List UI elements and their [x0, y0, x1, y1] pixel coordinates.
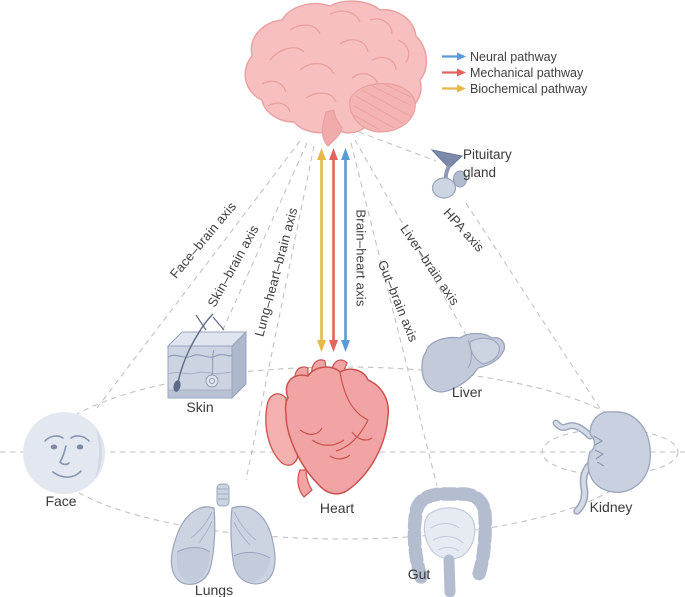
biochemical-arrow: [317, 148, 326, 352]
liver-brain-line: [354, 139, 467, 336]
gut-label: Gut: [407, 566, 431, 582]
neural-pathway-arrow-icon: [442, 52, 466, 61]
mechanical-arrow: [329, 148, 338, 352]
liver-icon: [421, 332, 506, 393]
axis-label-brain-heart: Brain–heart axis: [353, 209, 369, 307]
pituitary-icon: [430, 149, 468, 199]
cerebellum: [349, 83, 416, 133]
biochemical-pathway-arrow-icon: [442, 84, 466, 93]
heart-label: Heart: [319, 500, 355, 516]
face-label: Face: [45, 493, 77, 509]
brainstem: [321, 109, 343, 147]
pituitary-label: Pituitary gland: [463, 147, 512, 181]
pathway-legend: Neural pathway Mechanical pathway Bioche…: [441, 49, 587, 96]
kidney-orbit-ellipse: [541, 428, 679, 476]
mechanical-pathway-arrow-icon: [442, 68, 466, 77]
gut-icon: [407, 487, 492, 597]
gut-brain-line: [350, 142, 438, 487]
kidney-icon: [552, 411, 651, 515]
skin-brain-line: [220, 142, 308, 335]
legend-label-mechanical: Mechanical pathway: [470, 65, 584, 80]
brain-icon: [244, 0, 427, 147]
lung-brain-line: [245, 145, 315, 481]
legend-item-biochemical: Biochemical pathway: [441, 81, 587, 96]
skin-icon: [166, 313, 248, 400]
legend-label-neural: Neural pathway: [470, 49, 557, 64]
legend-item-mechanical: Mechanical pathway: [441, 65, 587, 80]
lungs-icon: [170, 483, 276, 585]
brain-pituitary-line: [358, 131, 437, 162]
kidney-label: Kidney: [589, 499, 633, 515]
liver-label: Liver: [451, 384, 483, 400]
legend-label-biochemical: Biochemical pathway: [470, 81, 588, 96]
pituitary-kidney-line: [465, 202, 602, 411]
brain-heart-arrows: [317, 148, 350, 352]
lungs-label: Lungs: [194, 582, 234, 597]
heart-icon: [265, 359, 390, 498]
face-icon: [23, 412, 105, 494]
neural-arrow: [341, 148, 350, 352]
legend-item-neural: Neural pathway: [441, 49, 587, 64]
skin-label: Skin: [186, 399, 214, 415]
